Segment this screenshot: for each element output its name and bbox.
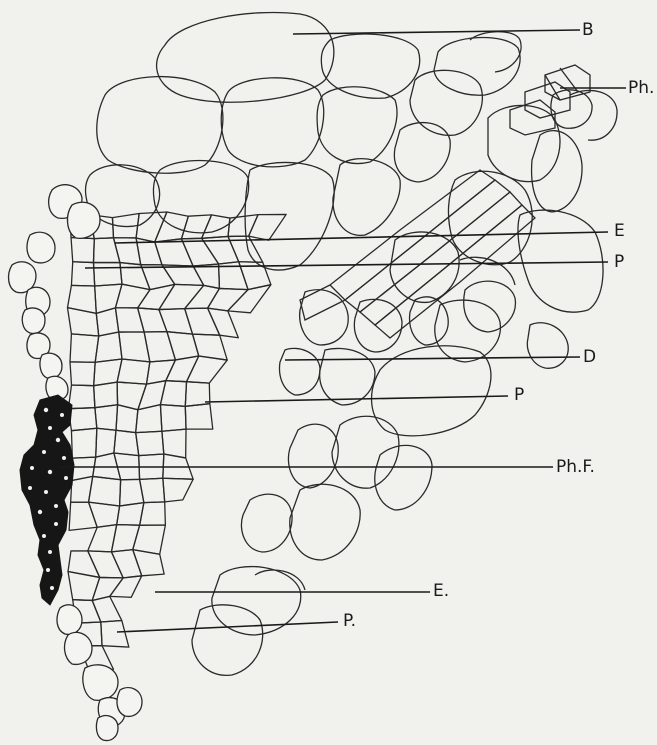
pericycle-cell: [71, 428, 96, 458]
pericycle-cell: [140, 502, 166, 525]
label-PhF: Ph.F.: [556, 459, 595, 476]
pericycle-cell: [114, 430, 139, 455]
pericycle-cell: [163, 478, 193, 502]
pericycle-cell: [70, 362, 95, 386]
leader-E1: [115, 232, 608, 243]
pericycle-cell: [71, 262, 94, 286]
leader-P2: [205, 396, 508, 402]
label-D: D: [583, 349, 596, 366]
pericycle-cell: [67, 308, 98, 336]
leader-lines: [60, 30, 626, 632]
pericycle-cell: [181, 238, 218, 266]
pericycle-cell: [185, 404, 212, 429]
pericycle-cell: [159, 284, 204, 309]
pericycle-cell: [136, 431, 164, 455]
pericycle-cell: [89, 476, 121, 506]
label-Ph: Ph.: [628, 80, 654, 97]
pericycle-cells: [67, 212, 286, 670]
pericycle-cell: [117, 359, 150, 384]
pericycle-cell: [68, 408, 96, 431]
pericycle-cell: [95, 405, 118, 430]
pericycle-cell: [133, 550, 164, 576]
pericycle-cell: [144, 332, 175, 362]
pericycle-cell: [101, 621, 129, 648]
pericycle-cell: [68, 572, 100, 601]
pericycle-cell: [115, 308, 144, 332]
leader-P3: [117, 622, 338, 632]
leader-B: [293, 30, 580, 34]
pericycle-cell: [116, 405, 138, 433]
pericycle-cell: [95, 332, 122, 362]
pericycle-cell: [136, 405, 162, 433]
pericycle-cell: [162, 429, 186, 458]
label-P-middle: P: [514, 387, 524, 404]
pericycle-cell: [140, 478, 165, 502]
pericycle-cell: [70, 334, 99, 362]
leader-D: [285, 357, 580, 360]
pericycle-cell: [185, 308, 220, 335]
label-P-lower: P.: [343, 613, 356, 630]
pericycle-cell: [110, 576, 142, 597]
label-B: B: [582, 22, 594, 39]
pericycle-cell: [160, 381, 186, 407]
label-P: P: [614, 254, 624, 271]
label-E-lower: E.: [433, 583, 449, 600]
outer-cortex-cells: [86, 12, 618, 675]
pericycle-cell: [92, 596, 122, 622]
pericycle-cell: [68, 551, 100, 578]
pericycle-cell: [160, 405, 186, 432]
pericycle-cell: [208, 288, 248, 310]
pericycle-cell: [155, 212, 189, 242]
pericycle-cell: [94, 382, 118, 408]
pericycle-cell: [71, 237, 94, 262]
phloem-fibers: [20, 395, 74, 605]
pericycle-cell: [249, 214, 287, 240]
pericycle-cell: [187, 356, 228, 383]
pericycle-cell: [159, 309, 193, 334]
pericycle-cell: [208, 308, 239, 338]
label-E: E: [614, 223, 625, 240]
pericycle-cell: [115, 284, 150, 308]
pericycle-cell: [89, 502, 120, 527]
pericycle-cell: [88, 551, 123, 578]
pericycle-cell: [67, 285, 96, 313]
pericycle-cell: [93, 238, 119, 263]
pericycle-cell: [93, 263, 122, 286]
pericycle-cell: [138, 381, 166, 410]
pericycle-cell: [167, 332, 199, 360]
